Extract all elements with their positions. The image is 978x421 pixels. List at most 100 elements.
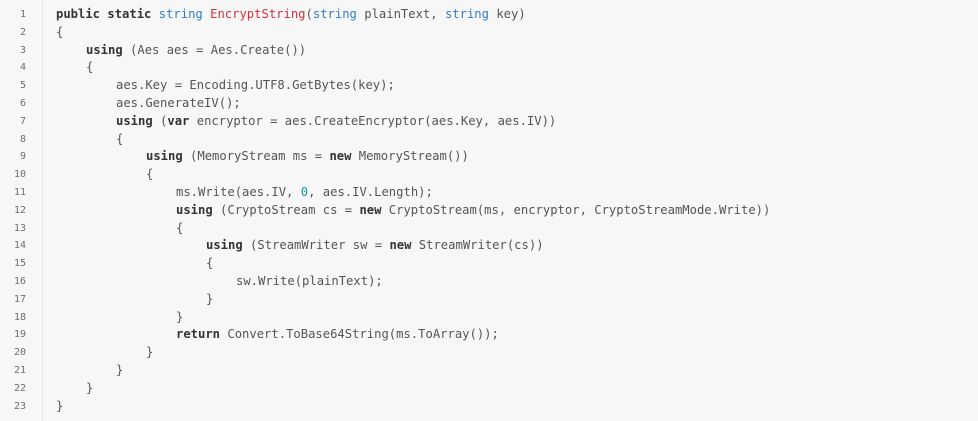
code-token: } — [56, 398, 64, 413]
code-text: } — [56, 309, 183, 327]
line-number: 9 — [19, 151, 26, 163]
code-line: 18} — [0, 309, 978, 327]
code-token: (MemoryStream ms = — [182, 149, 330, 164]
code-token: ms.Write(aes.IV, — [176, 184, 301, 199]
code-token: using — [116, 113, 153, 128]
code-token: sw.Write(plainText); — [236, 273, 383, 288]
code-text: } — [56, 362, 123, 380]
code-line: 5 aes.Key = Encoding.UTF8.GetBytes(key); — [0, 77, 978, 95]
line-number: 3 — [19, 44, 26, 56]
code-line: 22} — [0, 380, 978, 398]
line-number: 2 — [19, 26, 26, 38]
code-token: string — [312, 7, 357, 21]
code-text: { — [56, 166, 153, 184]
code-token: aes.GenerateIV(); — [116, 95, 241, 110]
code-line: 19 return Convert.ToBase64String(ms.ToArr… — [0, 326, 978, 344]
code-token: aes.Key = Encoding.UTF8.GetBytes(key); — [116, 78, 395, 93]
code-token: using — [146, 149, 183, 164]
code-text: ms.Write(aes.IV, 0, aes.IV.Length); — [56, 184, 433, 202]
code-text: { — [56, 24, 63, 42]
line-number: 18 — [13, 311, 26, 323]
code-token: MemoryStream()) — [351, 149, 469, 164]
code-token: (Aes aes = Aes.Create()) — [122, 42, 307, 57]
code-text: return Convert.ToBase64String(ms.ToArray… — [56, 326, 499, 344]
code-line: 14 using (StreamWriter sw = new StreamWri… — [0, 237, 978, 255]
line-number: 20 — [13, 347, 26, 359]
code-text: using (MemoryStream ms = new MemoryStrea… — [56, 148, 469, 166]
line-number: 4 — [19, 62, 26, 74]
line-number: 17 — [13, 293, 26, 305]
code-token: { — [206, 256, 214, 271]
code-token: using — [176, 202, 213, 217]
code-token: { — [86, 60, 94, 75]
code-token: encryptor = aes.CreateEncryptor(aes.Key,… — [189, 113, 557, 128]
code-token: { — [176, 220, 184, 235]
code-line: 9 using (MemoryStream ms = new MemoryStre… — [0, 148, 978, 166]
line-number: 8 — [19, 133, 26, 145]
code-token: } — [176, 309, 184, 324]
line-number: 1 — [19, 9, 26, 20]
code-token: StreamWriter(cs)) — [411, 238, 544, 253]
code-line: 2{ — [0, 24, 978, 42]
code-text: } — [56, 380, 93, 398]
line-number: 6 — [19, 97, 26, 109]
code-line: 23} — [0, 398, 978, 416]
code-line: 13{ — [0, 220, 978, 238]
line-number: 12 — [13, 204, 26, 216]
code-token: static — [107, 7, 152, 21]
code-token: { — [56, 24, 64, 39]
code-token: , aes.IV.Length); — [308, 184, 433, 199]
line-number: 19 — [13, 329, 26, 341]
code-token: key) — [488, 7, 526, 21]
code-text: } — [56, 398, 63, 416]
line-number: 21 — [13, 364, 26, 376]
code-line: 11 ms.Write(aes.IV, 0, aes.IV.Length); — [0, 184, 978, 202]
code-text: sw.Write(plainText); — [56, 273, 383, 291]
code-token: new — [329, 149, 352, 164]
code-line: 4{ — [0, 59, 978, 77]
line-number: 16 — [13, 275, 26, 287]
code-line: 7 using (var encryptor = aes.CreateEncryp… — [0, 113, 978, 131]
code-line: 1 public static string EncryptString(stri… — [0, 6, 978, 24]
code-line: 3 using (Aes aes = Aes.Create()) — [0, 42, 978, 60]
code-token: } — [206, 291, 214, 306]
line-number: 7 — [19, 115, 26, 127]
code-text: } — [56, 344, 153, 362]
code-token: ( — [305, 7, 313, 21]
line-number: 22 — [13, 382, 26, 394]
code-text: using (CryptoStream cs = new CryptoStrea… — [56, 202, 770, 220]
line-number: 11 — [13, 186, 26, 198]
code-text: } — [56, 291, 213, 309]
code-token: { — [146, 167, 154, 182]
code-text: using (StreamWriter sw = new StreamWrite… — [56, 237, 544, 255]
code-line: 20} — [0, 344, 978, 362]
line-number: 14 — [13, 240, 26, 252]
code-token: public — [56, 7, 101, 21]
code-token: new — [389, 238, 412, 253]
code-text: using (Aes aes = Aes.Create()) — [56, 42, 306, 60]
code-line: 21} — [0, 362, 978, 380]
line-number: 23 — [13, 400, 26, 412]
code-token: using — [206, 238, 243, 253]
code-text: { — [56, 255, 213, 273]
code-token: CryptoStream(ms, encryptor, CryptoStream… — [381, 202, 771, 217]
code-token: { — [116, 131, 124, 146]
line-number: 5 — [19, 80, 26, 92]
code-text: aes.GenerateIV(); — [56, 95, 241, 113]
code-text: public static string EncryptString(strin… — [56, 6, 526, 24]
code-line: 17} — [0, 291, 978, 309]
code-token: new — [359, 202, 382, 217]
code-line: 6 aes.GenerateIV(); — [0, 95, 978, 113]
code-token: var — [167, 113, 190, 128]
code-token: return — [176, 327, 221, 342]
code-line: 10{ — [0, 166, 978, 184]
code-lines: 1 public static string EncryptString(stri… — [0, 6, 978, 415]
code-token: ( — [152, 113, 168, 128]
code-token: } — [146, 345, 154, 360]
code-text: { — [56, 220, 183, 238]
code-text: { — [56, 59, 93, 77]
code-token: (StreamWriter sw = — [242, 238, 390, 253]
code-token — [151, 7, 158, 21]
code-token: string — [444, 7, 489, 21]
